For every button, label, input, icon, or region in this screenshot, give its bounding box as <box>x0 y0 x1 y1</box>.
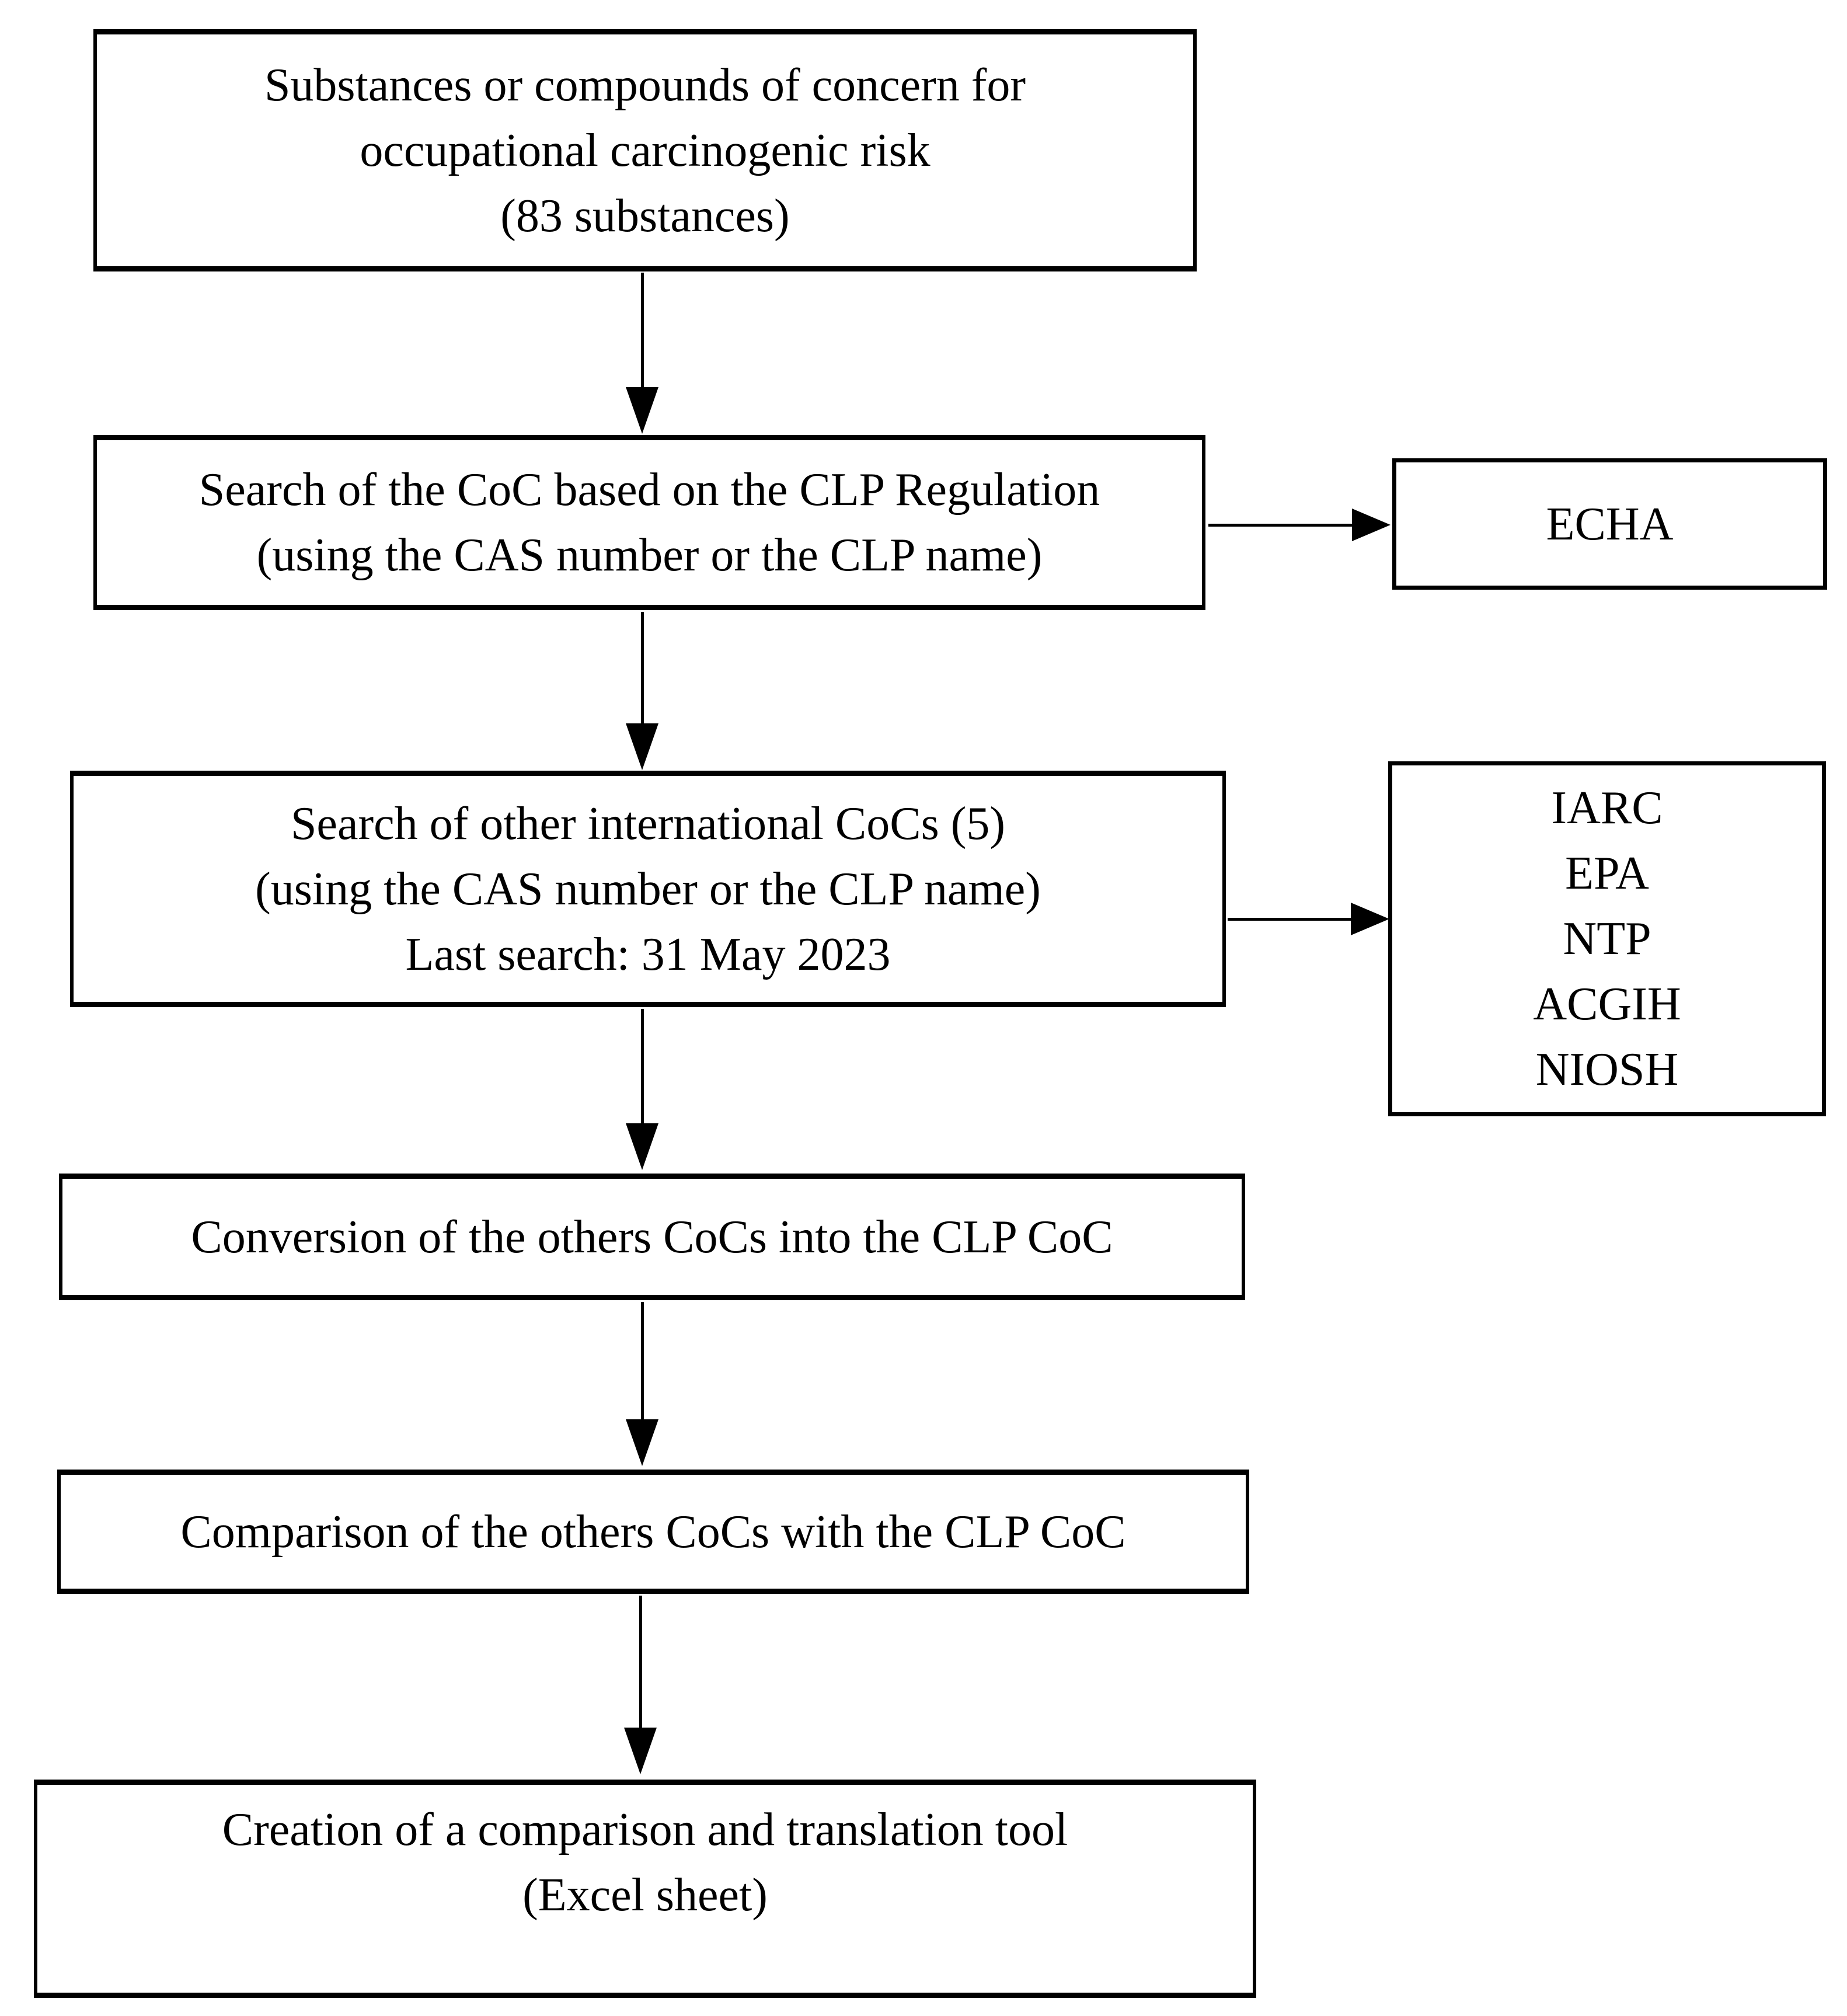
arrow-intl-to-conversion-head <box>626 1123 658 1170</box>
arrow-intl-to-conversion-shaft <box>641 1009 644 1126</box>
arrow-substances-to-clp-head <box>626 387 658 434</box>
node-agencies-label: IARC EPA NTP ACGIH NIOSH <box>1533 782 1681 1095</box>
arrow-clp-to-echa-head <box>1352 509 1391 541</box>
node-conversion-label: Conversion of the others CoCs into the C… <box>191 1211 1113 1263</box>
node-creation: Creation of a comparison and translation… <box>34 1780 1256 1998</box>
arrow-intl-to-agencies-head <box>1351 903 1389 935</box>
node-comparison: Comparison of the others CoCs with the C… <box>57 1470 1249 1594</box>
arrow-clp-to-intl-shaft <box>641 612 644 726</box>
node-clp-search: Search of the CoC based on the CLP Regul… <box>93 435 1205 610</box>
node-echa-label: ECHA <box>1546 498 1674 550</box>
node-intl-search: Search of other international CoCs (5) (… <box>70 771 1226 1007</box>
arrow-substances-to-clp-shaft <box>641 273 644 389</box>
arrow-comparison-to-creation-shaft <box>639 1596 642 1730</box>
node-clp-search-label: Search of the CoC based on the CLP Regul… <box>198 464 1100 581</box>
node-substances-label: Substances or compounds of concern for o… <box>264 59 1026 242</box>
node-echa: ECHA <box>1392 458 1827 590</box>
arrow-intl-to-agencies-shaft <box>1228 918 1353 921</box>
node-conversion: Conversion of the others CoCs into the C… <box>59 1174 1245 1300</box>
node-substances: Substances or compounds of concern for o… <box>93 29 1197 271</box>
node-comparison-label: Comparison of the others CoCs with the C… <box>180 1506 1126 1558</box>
arrow-conversion-to-comparison-shaft <box>641 1302 644 1422</box>
arrow-clp-to-intl-head <box>626 723 658 770</box>
node-creation-label: Creation of a comparison and translation… <box>222 1804 1068 1921</box>
arrow-comparison-to-creation-head <box>624 1728 657 1774</box>
arrow-clp-to-echa-shaft <box>1208 524 1354 527</box>
node-agencies: IARC EPA NTP ACGIH NIOSH <box>1388 761 1826 1116</box>
arrow-conversion-to-comparison-head <box>626 1419 658 1466</box>
node-intl-search-label: Search of other international CoCs (5) (… <box>255 798 1041 980</box>
